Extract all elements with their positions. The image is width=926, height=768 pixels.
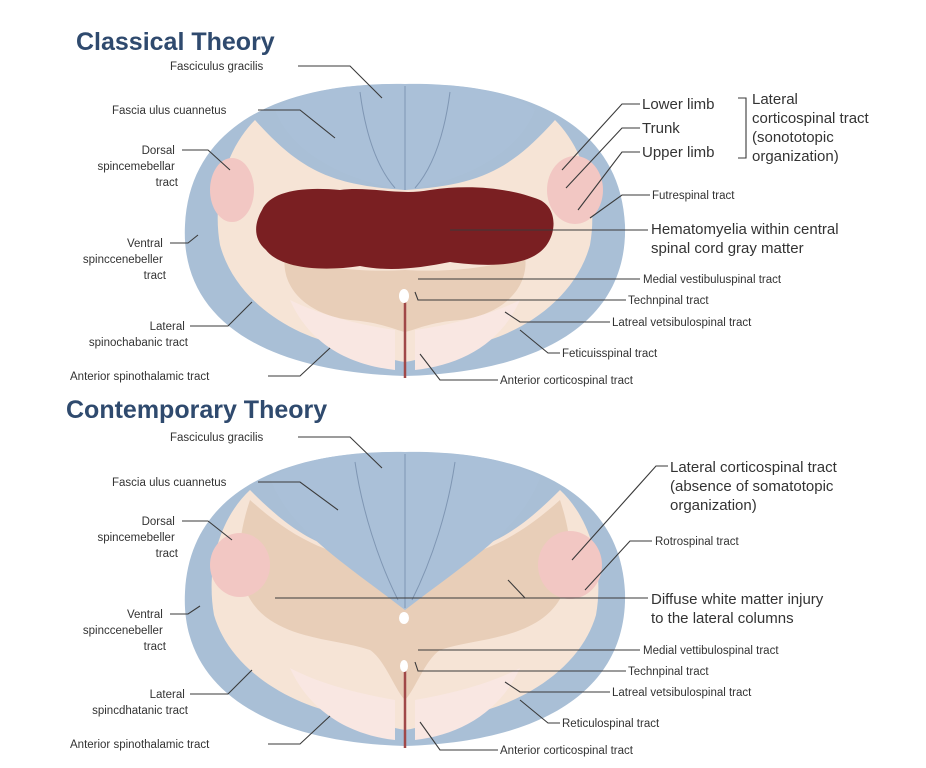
contemporary-leader-lat-st [190, 669, 253, 695]
classical-label-rubrospinal: Futrespinal tract [652, 190, 735, 202]
contemporary-label-diffuse: Diffuse white matter injury to the later… [651, 591, 827, 627]
classical-label-hematomyelia: Hematomyelia within central spinal cord … [651, 221, 843, 257]
contemporary-label-dorsal-sc: Dorsal spincemebeller tract [97, 516, 178, 560]
contemporary-label-med-vs: Medial vettibulospinal tract [643, 645, 779, 657]
classical-leader-lat-vs [504, 311, 610, 323]
classical-label-trunk: Trunk [642, 120, 680, 137]
contemporary-lateral-corticospinal-region [538, 531, 602, 599]
classical-septum-right [414, 91, 451, 189]
classical-bracket [738, 97, 747, 159]
contemporary-septum-right [411, 461, 456, 601]
contemporary-fissure-opening [400, 660, 408, 672]
contemporary-cord [184, 451, 626, 748]
classical-leader-lat-st [190, 301, 253, 327]
classical-leader-cuneatus [258, 109, 336, 139]
classical-leader-lower-limb [561, 103, 640, 171]
contemporary-label-cuneatus: Fascia ulus cuannetus [112, 477, 227, 489]
classical-label-med-vs: Medial vestibuluspinal tract [643, 274, 782, 286]
contemporary-septum-left [354, 461, 399, 601]
classical-leader-ventral-sc [170, 234, 199, 244]
contemporary-leader-diffuse-2 [507, 579, 526, 599]
contemporary-label-lat-vs: Latreal vetsibulospinal tract [612, 687, 752, 699]
classical-leader-dorsal-sc [182, 149, 231, 171]
contemporary-label-ant-cst: Anterior corticospinal tract [500, 745, 634, 757]
classical-label-reticulospinal: Feticuisspinal tract [562, 348, 658, 360]
contemporary-leader-dorsal-sc [182, 520, 233, 541]
contemporary-label-gracilis: Fasciculus gracilis [170, 432, 264, 444]
classical-pale-left [290, 300, 395, 370]
classical-title: Classical Theory [76, 28, 275, 56]
classical-label-cuneatus: Fascia ulus cuannetus [112, 105, 227, 117]
classical-leader-upper-limb [577, 151, 640, 211]
contemporary-label-reticulospinal: Reticulospinal tract [562, 718, 660, 730]
classical-lateral-corticospinal-region [547, 156, 603, 224]
contemporary-leader-tectospinal [414, 661, 626, 672]
classical-label-ant-st: Anterior spinothalamic tract [70, 371, 210, 383]
classical-label-upper-limb: Upper limb [642, 144, 715, 161]
contemporary-leader-lat-cst [571, 465, 668, 561]
contemporary-leader-ant-st [268, 715, 331, 745]
contemporary-label-ant-st: Anterior spinothalamic tract [70, 739, 210, 751]
classical-panel: Classical Theory Fasciculus gracilis [70, 28, 873, 387]
classical-label-lat-vs: Latreal vetsibulospinal tract [612, 317, 752, 329]
classical-septum-left [359, 91, 396, 189]
classical-central-canal [399, 289, 409, 303]
classical-leader-ant-st [268, 347, 331, 377]
contemporary-label-lat-cst: Lateral corticospinal tract (absence of … [670, 459, 841, 514]
classical-label-lat-st: Lateral spinochabanic tract [89, 321, 189, 349]
classical-dorsal-spinocerebellar-region [210, 158, 254, 222]
classical-label-ant-cst: Anterior corticospinal tract [500, 375, 634, 387]
classical-cord [184, 83, 626, 378]
contemporary-pale-right [415, 668, 520, 740]
contemporary-leader-ventral-sc [170, 605, 201, 615]
classical-label-ventral-sc: Ventral spinccenebeller tract [83, 238, 167, 282]
classical-pale-right [415, 300, 520, 370]
classical-leader-ant-cst [419, 353, 498, 381]
classical-leader-tectospinal [414, 291, 626, 301]
classical-leader-rubrospinal [589, 194, 650, 219]
contemporary-label-tectospinal: Technpinal tract [628, 666, 709, 678]
contemporary-label-rubrospinal: Rotrospinal tract [655, 536, 740, 548]
classical-label-tectospinal: Technpinal tract [628, 295, 709, 307]
contemporary-leader-lat-vs [504, 681, 610, 693]
classical-hematomyelia [256, 187, 554, 269]
classical-label-gracilis: Fasciculus gracilis [170, 61, 264, 73]
classical-leader-reticulospinal [519, 329, 560, 354]
contemporary-leader-reticulospinal [519, 699, 560, 724]
contemporary-pale-left [290, 668, 395, 740]
contemporary-label-ventral-sc: Ventral spinccenebeller tract [83, 609, 167, 653]
contemporary-leader-ant-cst [419, 721, 498, 751]
contemporary-panel: Contemporary Theory Fasciculus gracilis … [66, 396, 841, 757]
classical-label-dorsal-sc: Dorsal spincemebellar tract [97, 145, 178, 189]
contemporary-leader-rubrospinal [584, 540, 652, 591]
contemporary-central-canal [399, 612, 409, 624]
contemporary-leader-gracilis [298, 436, 383, 469]
classical-label-lat-cst: Lateral corticospinal tract (sonototopic… [752, 91, 873, 165]
contemporary-label-lat-st: Lateral spincdhatanic tract [92, 689, 189, 717]
contemporary-dorsal-spinocerebellar-region [210, 533, 270, 597]
classical-label-lower-limb: Lower limb [642, 96, 715, 113]
classical-leader-gracilis [298, 65, 383, 99]
contemporary-title: Contemporary Theory [66, 396, 327, 424]
classical-leader-trunk [565, 127, 640, 189]
contemporary-leader-cuneatus [258, 481, 339, 511]
